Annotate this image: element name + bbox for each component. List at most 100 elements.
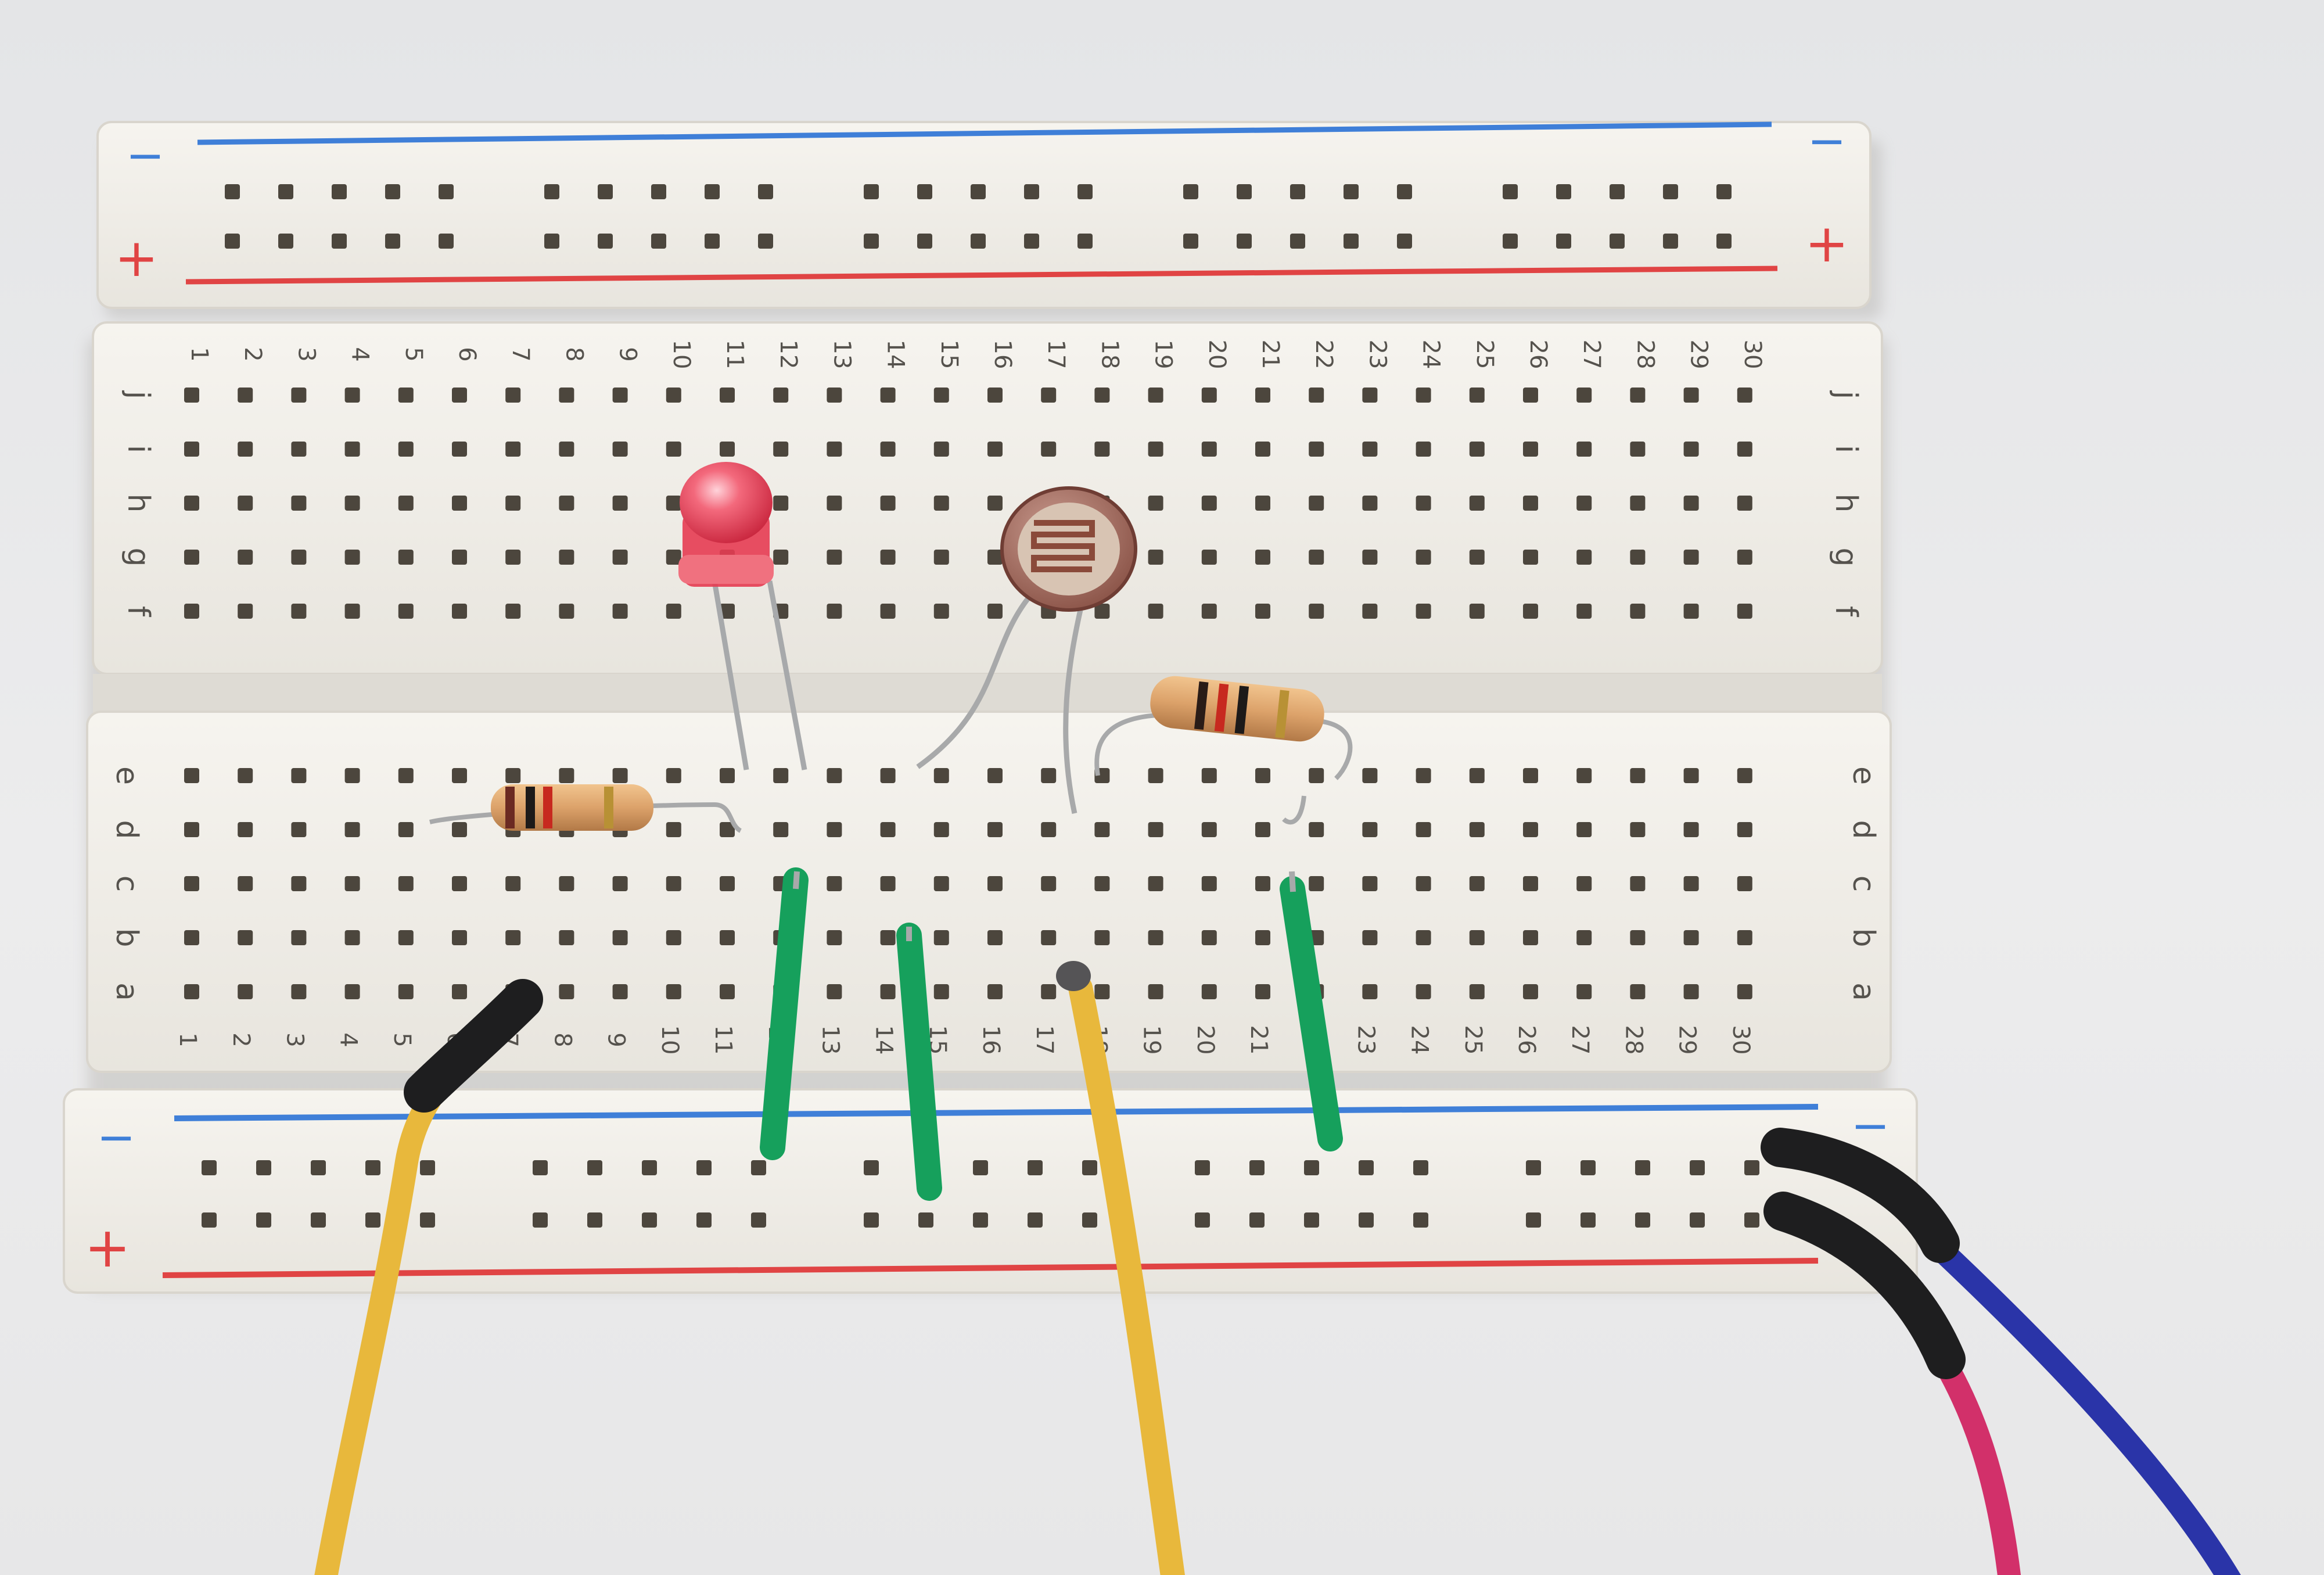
breadboard-hole	[344, 768, 360, 783]
band	[1234, 686, 1249, 734]
breadboard-hole	[827, 930, 842, 945]
breadboard-hole	[880, 550, 896, 565]
breadboard-hole	[344, 604, 360, 619]
row-letter: c	[109, 876, 144, 892]
breadboard-hole	[398, 604, 414, 619]
breadboard-hole	[1576, 442, 1592, 457]
breadboard-hole	[398, 822, 414, 837]
rail-hole	[1556, 234, 1571, 249]
breadboard-hole	[987, 550, 1003, 565]
breadboard-hole	[1094, 876, 1110, 891]
breadboard-hole	[1523, 388, 1538, 403]
breadboard-hole	[827, 496, 842, 511]
breadboard-hole	[1737, 876, 1752, 891]
breadboard-hole	[559, 604, 574, 619]
column-number: 29	[1674, 1025, 1701, 1055]
rail-red-line	[162, 1258, 1819, 1278]
breadboard-hole	[1523, 768, 1538, 783]
terminal-holes-top	[184, 388, 1752, 619]
breadboard-hole	[1148, 550, 1163, 565]
breadboard-hole	[987, 930, 1003, 945]
breadboard-hole	[880, 876, 896, 891]
rail-hole	[598, 234, 613, 249]
rail-hole	[705, 234, 720, 249]
jumper-col-21	[1280, 871, 1343, 1151]
band	[1194, 681, 1209, 730]
rail-hole	[1610, 234, 1625, 249]
breadboard-hole	[1469, 496, 1485, 511]
rail-hole	[971, 234, 986, 249]
breadboard-hole	[1523, 876, 1538, 891]
breadboard-hole	[344, 930, 360, 945]
breadboard-hole	[612, 388, 628, 403]
rail-blue-line	[197, 121, 1772, 145]
column-number: 13	[817, 1025, 843, 1055]
rail-hole	[1237, 184, 1252, 199]
breadboard-hole	[184, 984, 199, 999]
breadboard-hole	[1576, 550, 1592, 565]
column-number: 14	[871, 1025, 897, 1055]
rail-hole	[1690, 1212, 1705, 1228]
rail-hole	[332, 234, 347, 249]
column-number: 18	[1096, 340, 1123, 369]
column-number: 10	[656, 1025, 683, 1055]
breadboard-hole	[720, 930, 735, 945]
breadboard-hole	[773, 496, 789, 511]
rail-plus-label: +	[114, 228, 158, 289]
column-number: 17	[1031, 1025, 1058, 1055]
breadboard-hole	[1416, 930, 1431, 945]
breadboard-hole	[1416, 388, 1431, 403]
rail-hole	[705, 184, 720, 199]
breadboard-hole	[398, 442, 414, 457]
rail-hole	[1082, 1160, 1097, 1175]
rail-hole	[864, 234, 879, 249]
breadboard-hole	[291, 442, 307, 457]
led-leg	[767, 580, 807, 770]
resistor-left	[429, 784, 742, 833]
breadboard-hole	[1523, 604, 1538, 619]
row-letter: b	[1846, 928, 1881, 947]
breadboard-hole	[505, 496, 521, 511]
rail-hole	[917, 234, 932, 249]
breadboard-hole	[1148, 768, 1163, 783]
column-number: 19	[1138, 1025, 1165, 1055]
breadboard-hole	[452, 442, 467, 457]
breadboard-hole	[1523, 496, 1538, 511]
breadboard-hole	[987, 496, 1003, 511]
breadboard-hole	[1255, 604, 1270, 619]
rail-hole	[1397, 184, 1412, 199]
breadboard-hole	[291, 768, 307, 783]
breadboard-hole	[452, 550, 467, 565]
rail-hole	[1024, 184, 1039, 199]
breadboard-hole	[559, 876, 574, 891]
breadboard-hole	[1523, 984, 1538, 999]
breadboard-hole	[933, 496, 949, 511]
rail-hole	[1716, 184, 1732, 199]
rail-hole	[918, 1212, 933, 1228]
breadboard-hole	[773, 768, 789, 783]
breadboard-hole	[505, 768, 521, 783]
rail-hole	[1082, 1212, 1097, 1228]
breadboard-hole	[184, 496, 199, 511]
column-number: 20	[1192, 1025, 1219, 1055]
column-number: 28	[1620, 1025, 1647, 1055]
breadboard-hole	[1630, 442, 1646, 457]
rail-hole	[385, 234, 400, 249]
rail-hole	[1690, 1160, 1705, 1175]
breadboard-hole	[1255, 822, 1270, 837]
column-number: 1	[174, 1032, 201, 1047]
breadboard-hole	[238, 550, 253, 565]
breadboard-hole	[184, 388, 199, 403]
breadboard-hole	[1469, 984, 1485, 999]
breadboard-hole	[238, 876, 253, 891]
breadboard-hole	[344, 550, 360, 565]
column-number: 26	[1513, 1025, 1540, 1055]
breadboard-hole	[827, 768, 842, 783]
rail-hole	[1304, 1212, 1319, 1228]
breadboard-hole	[720, 984, 735, 999]
column-number: 8	[549, 1032, 576, 1047]
breadboard-hole	[1683, 768, 1699, 783]
